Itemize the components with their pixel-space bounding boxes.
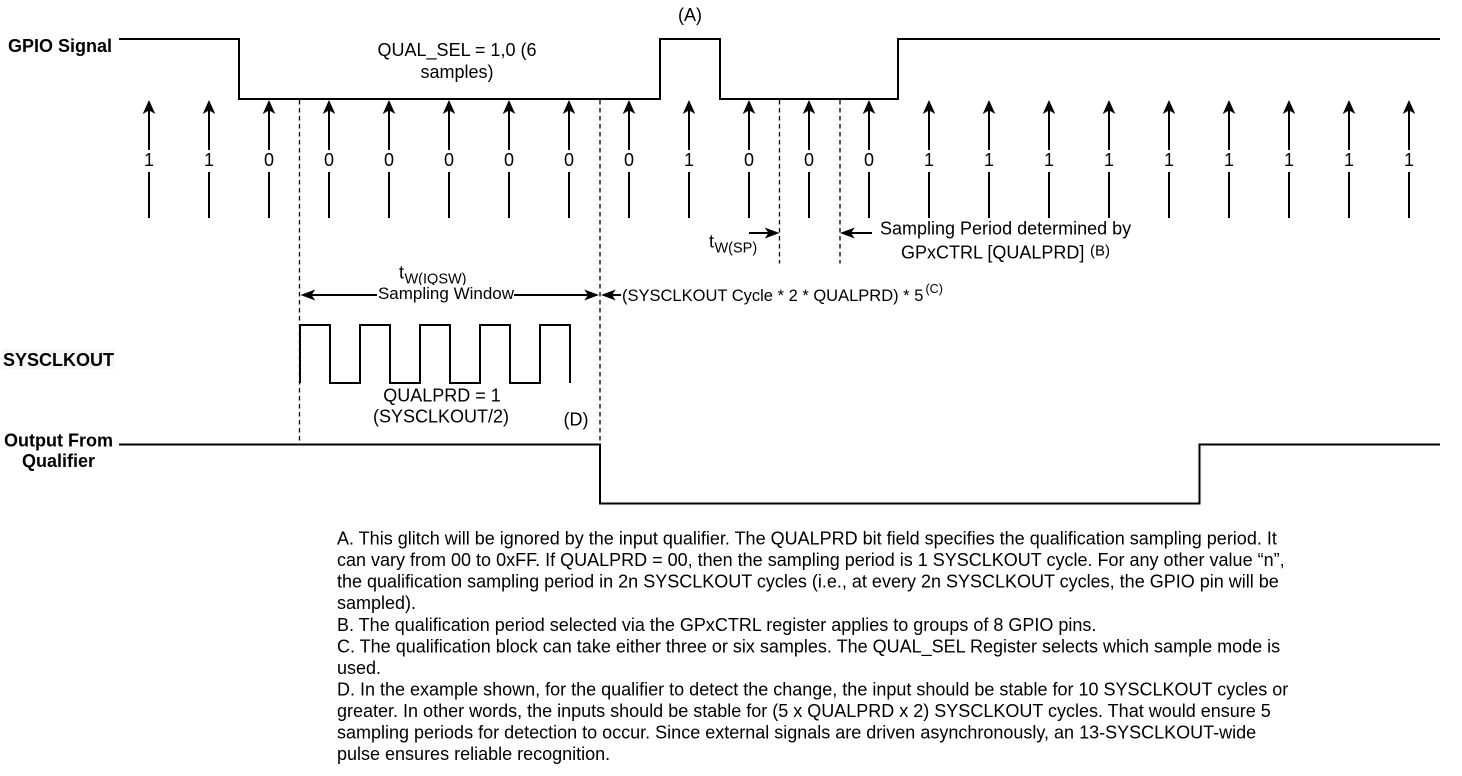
- svg-text:(A): (A): [678, 5, 702, 25]
- svg-text:1: 1: [924, 150, 934, 170]
- svg-text:QUAL_SEL = 1,0 (6: QUAL_SEL = 1,0 (6: [378, 40, 537, 61]
- svg-text:(B): (B): [1090, 243, 1110, 260]
- svg-text:1: 1: [1164, 150, 1174, 170]
- svg-text:0: 0: [564, 150, 574, 170]
- svg-text:(D): (D): [564, 410, 589, 430]
- svg-text:W(IQSW): W(IQSW): [405, 271, 467, 287]
- svg-text:the qualification sampling per: the qualification sampling period in 2n …: [337, 572, 1279, 592]
- svg-text:D. In the example shown, for t: D. In the example shown, for the qualifi…: [337, 680, 1288, 700]
- svg-text:sampled).: sampled).: [337, 593, 416, 613]
- svg-text:used.: used.: [337, 658, 381, 678]
- svg-text:1: 1: [1044, 150, 1054, 170]
- svg-text:can vary from 00 to 0xFF. If Q: can vary from 00 to 0xFF. If QUALPRD = 0…: [337, 550, 1285, 570]
- svg-text:pulse ensures reliable recogni: pulse ensures reliable recognition.: [337, 744, 610, 764]
- svg-text:(SYSCLKOUT/2): (SYSCLKOUT/2): [373, 406, 509, 426]
- svg-text:W(SP): W(SP): [715, 241, 758, 257]
- svg-text:1: 1: [1284, 150, 1294, 170]
- svg-text:1: 1: [1404, 150, 1414, 170]
- svg-text:QUALPRD = 1: QUALPRD = 1: [383, 386, 501, 406]
- svg-text:0: 0: [504, 150, 514, 170]
- svg-text:Qualifier: Qualifier: [22, 451, 95, 471]
- svg-text:1: 1: [984, 150, 994, 170]
- svg-text:(SYSCLKOUT Cycle * 2 * QUALPRD: (SYSCLKOUT Cycle * 2 * QUALPRD) * 5: [622, 287, 923, 305]
- svg-text:0: 0: [864, 150, 874, 170]
- svg-text:1: 1: [1104, 150, 1114, 170]
- svg-text:0: 0: [384, 150, 394, 170]
- svg-text:1: 1: [684, 150, 694, 170]
- svg-text:(C): (C): [926, 282, 943, 296]
- svg-text:0: 0: [744, 150, 754, 170]
- svg-text:Output From: Output From: [4, 431, 113, 451]
- svg-text:0: 0: [264, 150, 274, 170]
- svg-text:C. The qualification block can: C. The qualification block can take eith…: [337, 636, 1280, 657]
- svg-text:sampling periods for detection: sampling periods for detection to occur.…: [337, 723, 1256, 743]
- svg-text:1: 1: [144, 150, 154, 170]
- svg-text:0: 0: [804, 150, 814, 170]
- svg-text:1: 1: [1344, 150, 1354, 170]
- svg-text:GPIO Signal: GPIO Signal: [8, 36, 112, 56]
- svg-text:greater. In other words, the i: greater. In other words, the inputs shou…: [337, 701, 1271, 721]
- svg-text:1: 1: [1224, 150, 1234, 170]
- svg-text:t: t: [709, 232, 714, 252]
- svg-text:GPxCTRL [QUALPRD]: GPxCTRL [QUALPRD]: [901, 243, 1084, 263]
- svg-text:Sampling Period determined by: Sampling Period determined by: [880, 218, 1131, 238]
- svg-text:Sampling Window: Sampling Window: [378, 284, 515, 303]
- svg-text:samples): samples): [420, 62, 493, 82]
- svg-text:1: 1: [204, 150, 214, 170]
- svg-text:A. This glitch will be ignored: A. This glitch will be ignored by the in…: [337, 529, 1277, 549]
- svg-text:B. The qualification period se: B. The qualification period selected via…: [337, 615, 1096, 635]
- svg-text:0: 0: [624, 150, 634, 170]
- svg-text:t: t: [399, 262, 404, 282]
- svg-text:0: 0: [324, 150, 334, 170]
- svg-text:0: 0: [444, 150, 454, 170]
- svg-text:SYSCLKOUT: SYSCLKOUT: [3, 350, 114, 370]
